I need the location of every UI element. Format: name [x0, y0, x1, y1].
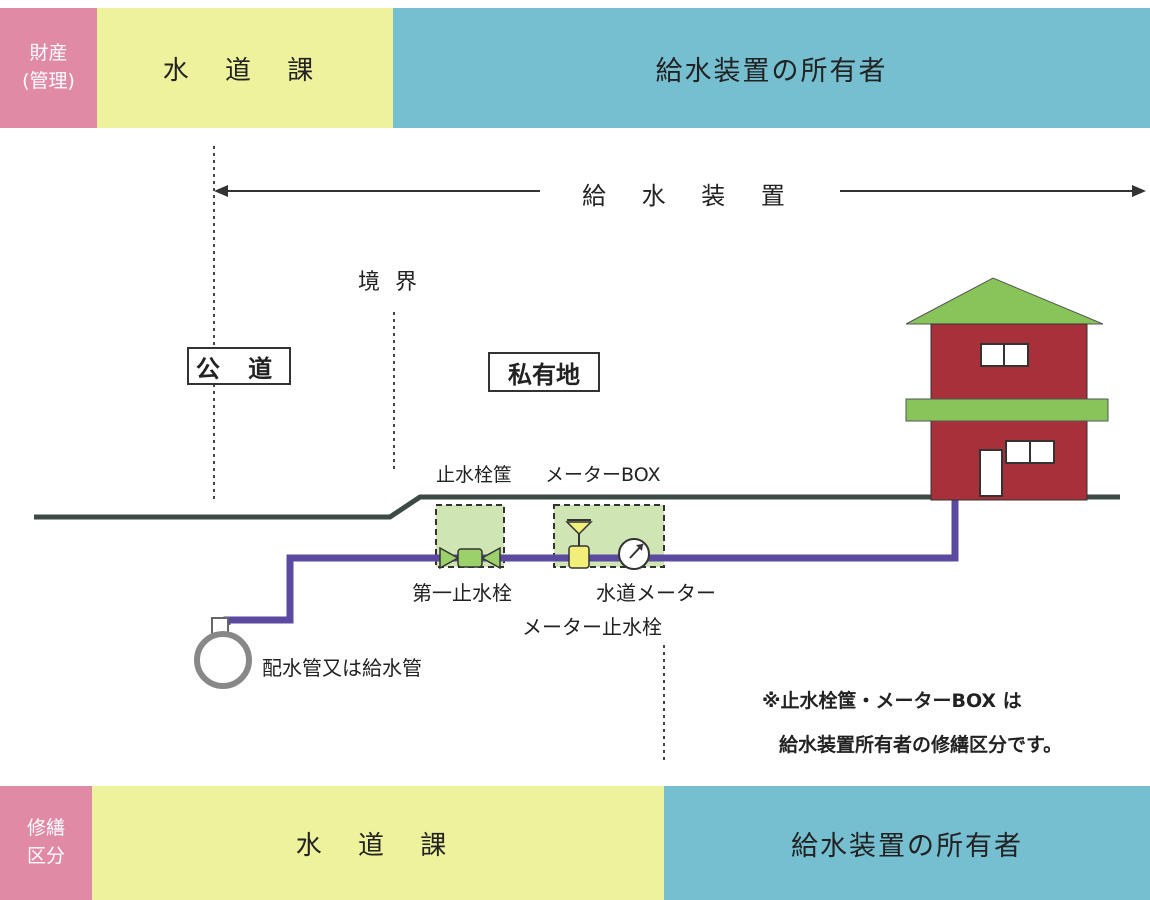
top-owner-label: 給水装置の所有者 [655, 55, 888, 87]
property-label-line2: (管理) [22, 70, 75, 92]
ground-line [34, 494, 1120, 520]
bottom-owner-label: 給水装置の所有者 [791, 830, 1023, 862]
span-arrow-left-head [214, 185, 228, 197]
bottom-owner-cell: 給水装置の所有者 [664, 786, 1150, 900]
first-stop-valve-icon [439, 546, 501, 570]
first-stop-valve-label: 第一止水栓 [412, 581, 512, 605]
supply-equipment-label: 給 水 装 置 [582, 182, 799, 210]
bottom-waterworks-cell: 水 道 課 [92, 786, 664, 900]
main-pipe-circle [194, 631, 252, 689]
top-owner-cell: 給水装置の所有者 [393, 8, 1150, 128]
main-pipe-label: 配水管又は給水管 [262, 656, 422, 680]
property-label-line1: 財産 [29, 42, 68, 65]
note-line2: 給水装置所有者の修繕区分です。 [779, 734, 1063, 756]
house-icon [905, 277, 1109, 501]
stop-valve-box-label: 止水栓筺 [436, 464, 513, 486]
top-band: 財産 (管理) 水 道 課 給水装置の所有者 [0, 8, 1150, 128]
repair-label-line2: 区分 [26, 845, 65, 867]
note-line1: ※止水栓筺・メーターBOX は [762, 690, 1022, 712]
span-arrow-right-head [1132, 185, 1146, 197]
public-road-label: 公 道 [187, 347, 291, 385]
private-land-label: 私有地 [488, 352, 600, 392]
boundary-label: 境 界 [358, 270, 421, 295]
meter-stop-valve-icon [565, 519, 593, 569]
repair-label-line1: 修繕 [26, 817, 65, 840]
top-waterworks-label: 水 道 課 [162, 55, 328, 86]
meter-stop-valve-label: メーター止水栓 [522, 615, 662, 639]
top-waterworks-cell: 水 道 課 [97, 8, 393, 128]
property-category-label: 財産 (管理) [0, 8, 97, 128]
water-meter-label: 水道メーター [596, 581, 716, 605]
meter-box-label: メーターBOX [545, 464, 661, 486]
repair-category-label: 修繕 区分 [0, 786, 92, 900]
water-meter-icon [618, 538, 650, 570]
bottom-waterworks-label: 水 道 課 [295, 830, 461, 861]
bottom-band: 修繕 区分 水 道 課 給水装置の所有者 [0, 786, 1150, 900]
